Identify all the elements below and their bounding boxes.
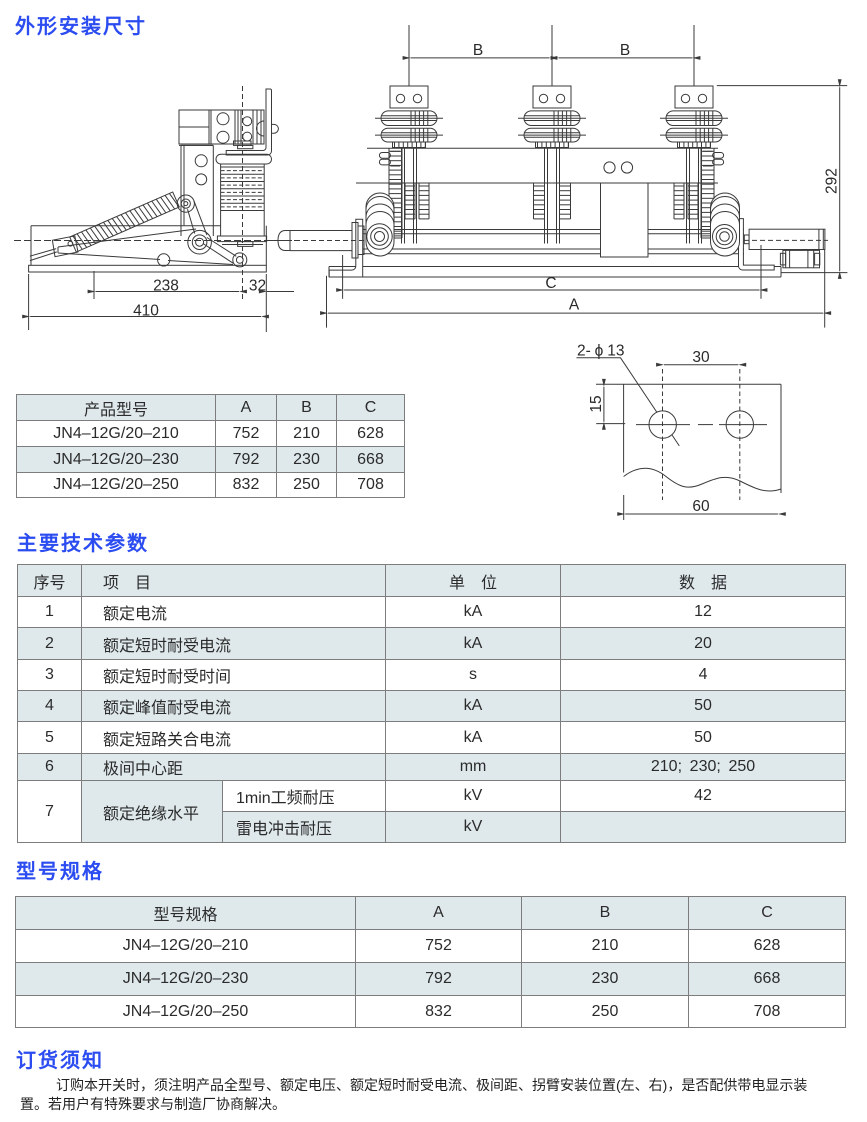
svg-text:B: B [473,42,483,59]
svg-text:238: 238 [153,278,179,295]
svg-text:30: 30 [692,349,710,366]
svg-text:410: 410 [133,303,159,320]
svg-text:B: B [620,42,630,59]
svg-text:60: 60 [692,498,710,515]
svg-text:A: A [569,297,580,314]
svg-text:292: 292 [824,168,841,194]
svg-text:15: 15 [588,395,605,412]
svg-text:C: C [545,275,556,292]
svg-text:2- ϕ 13: 2- ϕ 13 [577,343,624,360]
svg-text:32: 32 [249,278,266,295]
